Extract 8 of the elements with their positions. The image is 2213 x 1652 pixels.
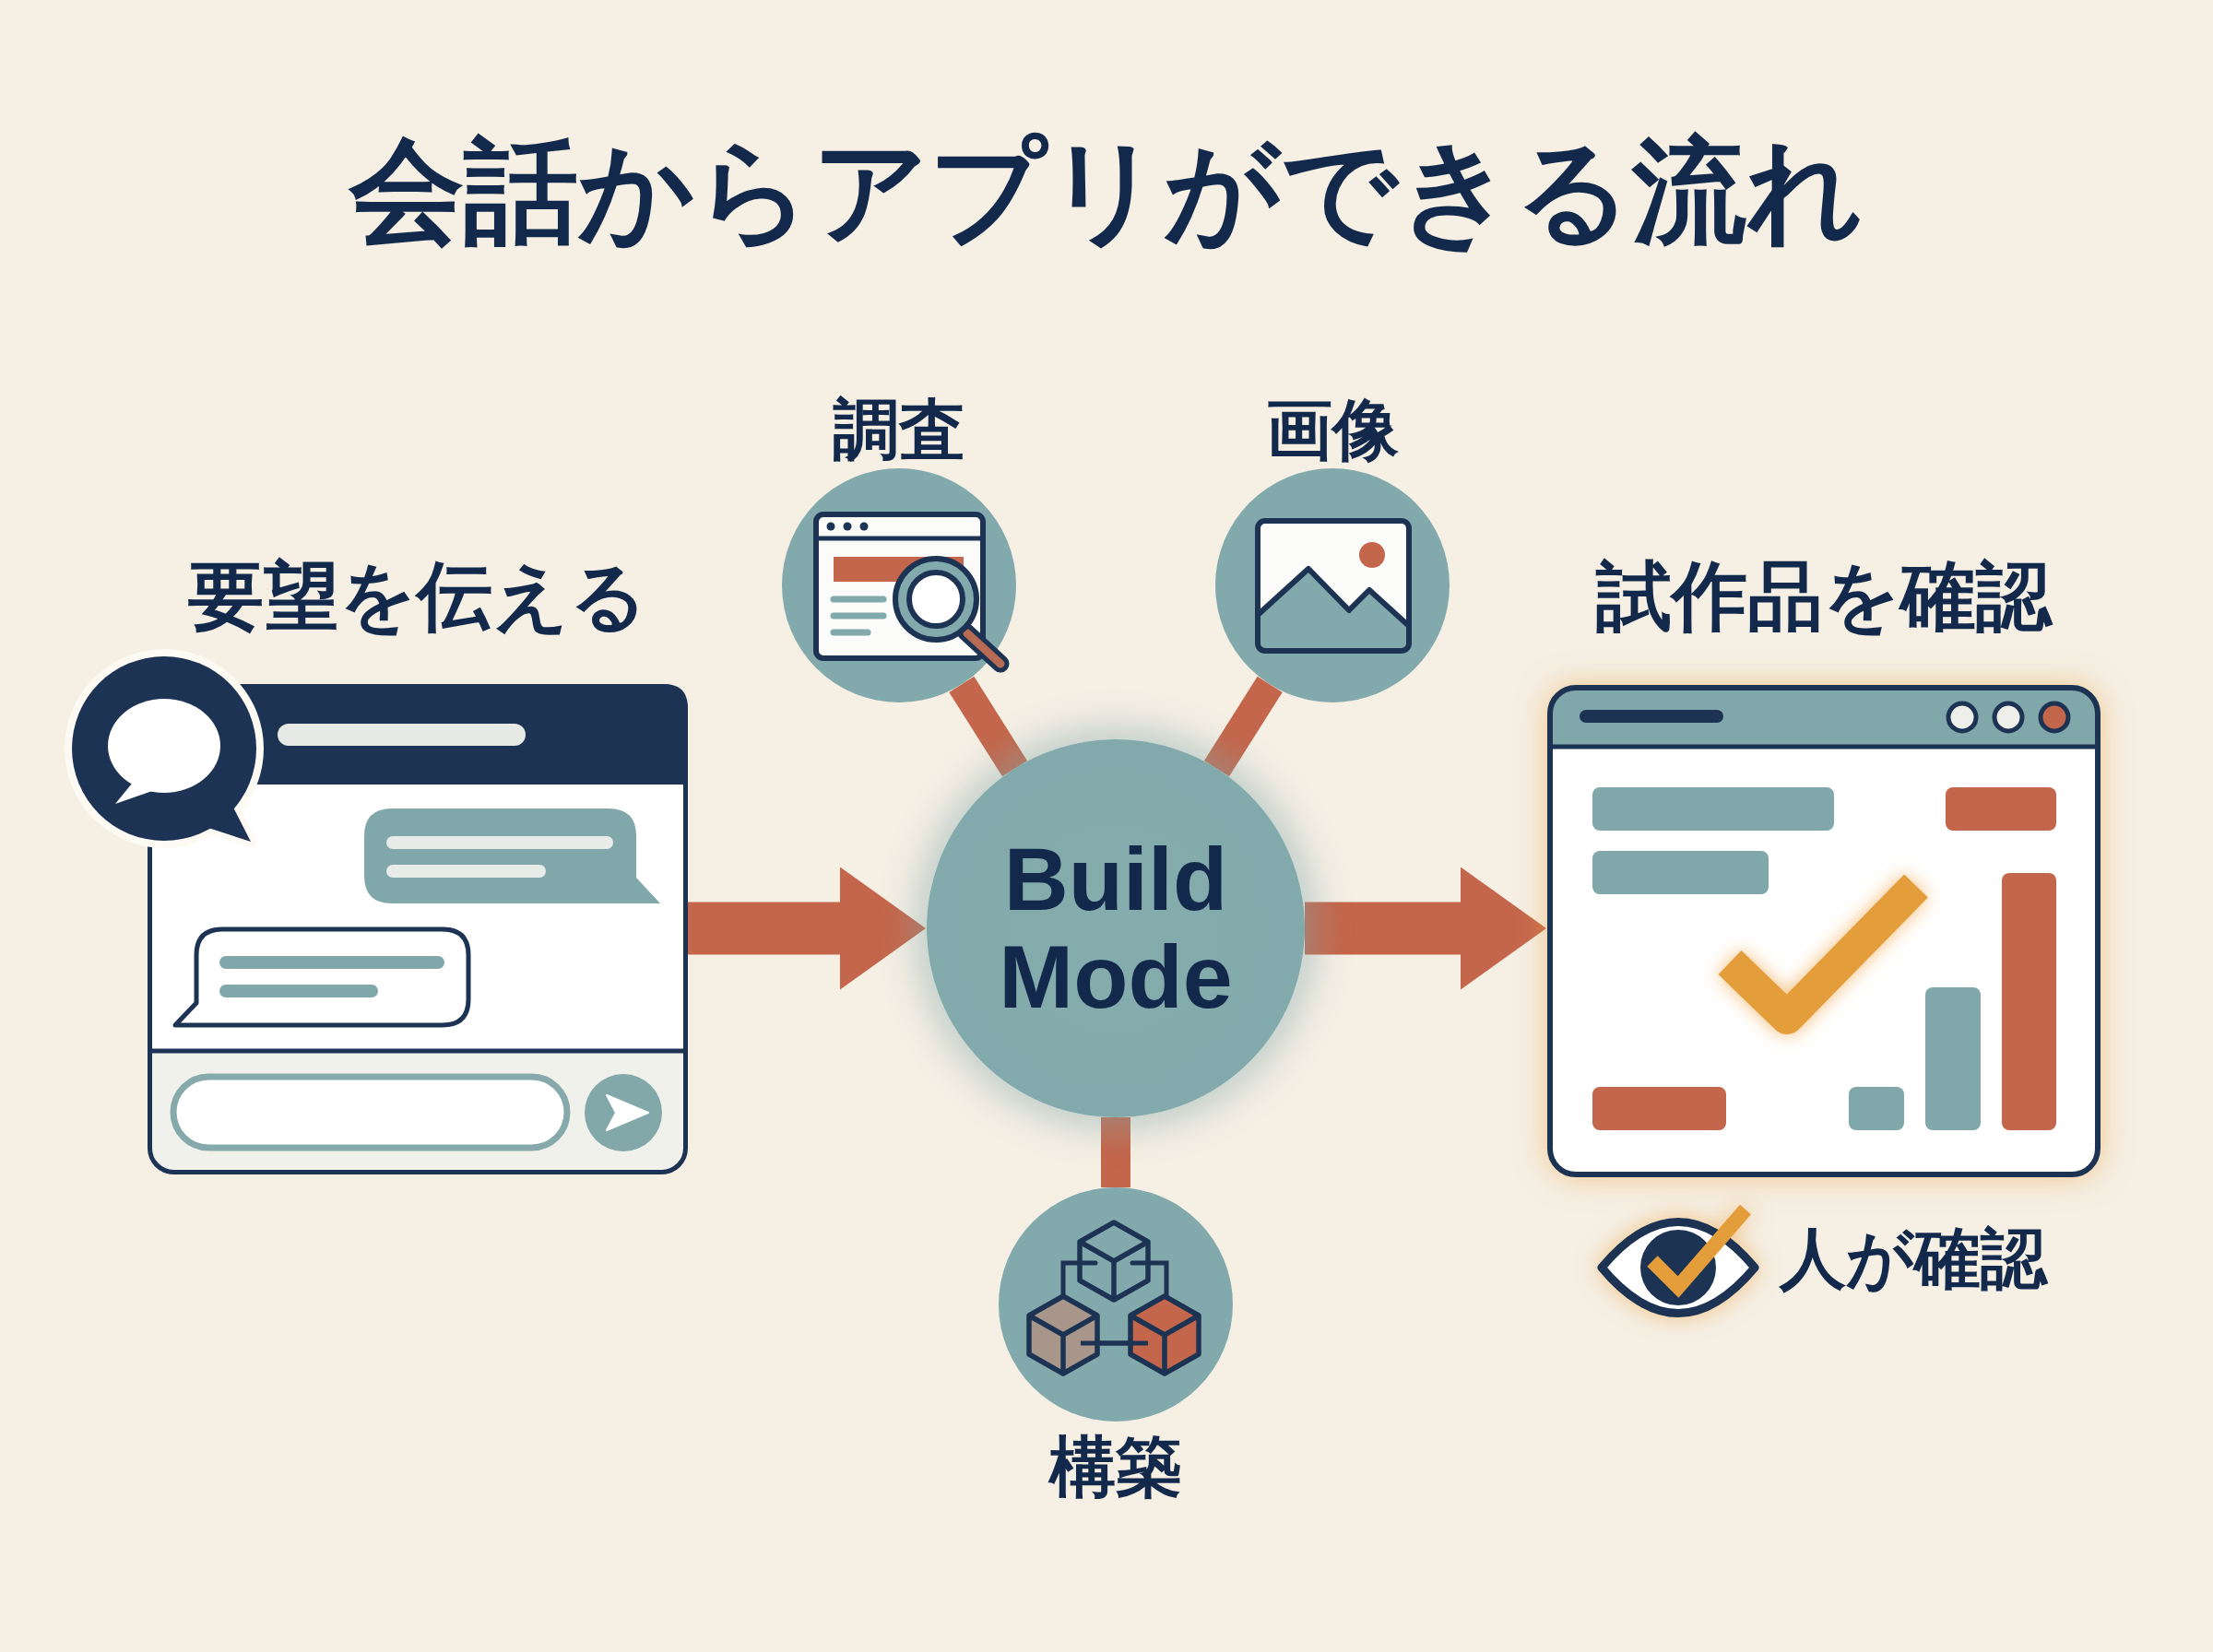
panel-heading: 要望を伝える bbox=[188, 553, 647, 641]
panel-heading: 試作品を確認 bbox=[1596, 553, 2052, 641]
node-label: 調査 bbox=[833, 392, 965, 468]
caption-text: 人が確認 bbox=[1780, 1221, 2047, 1297]
node-label: 画像 bbox=[1266, 392, 1399, 468]
node-label: 構築 bbox=[1049, 1429, 1182, 1505]
diagram-title: 会話からアプリができる流れ bbox=[349, 125, 1864, 257]
hub-label: Build Mode bbox=[998, 831, 1234, 1026]
